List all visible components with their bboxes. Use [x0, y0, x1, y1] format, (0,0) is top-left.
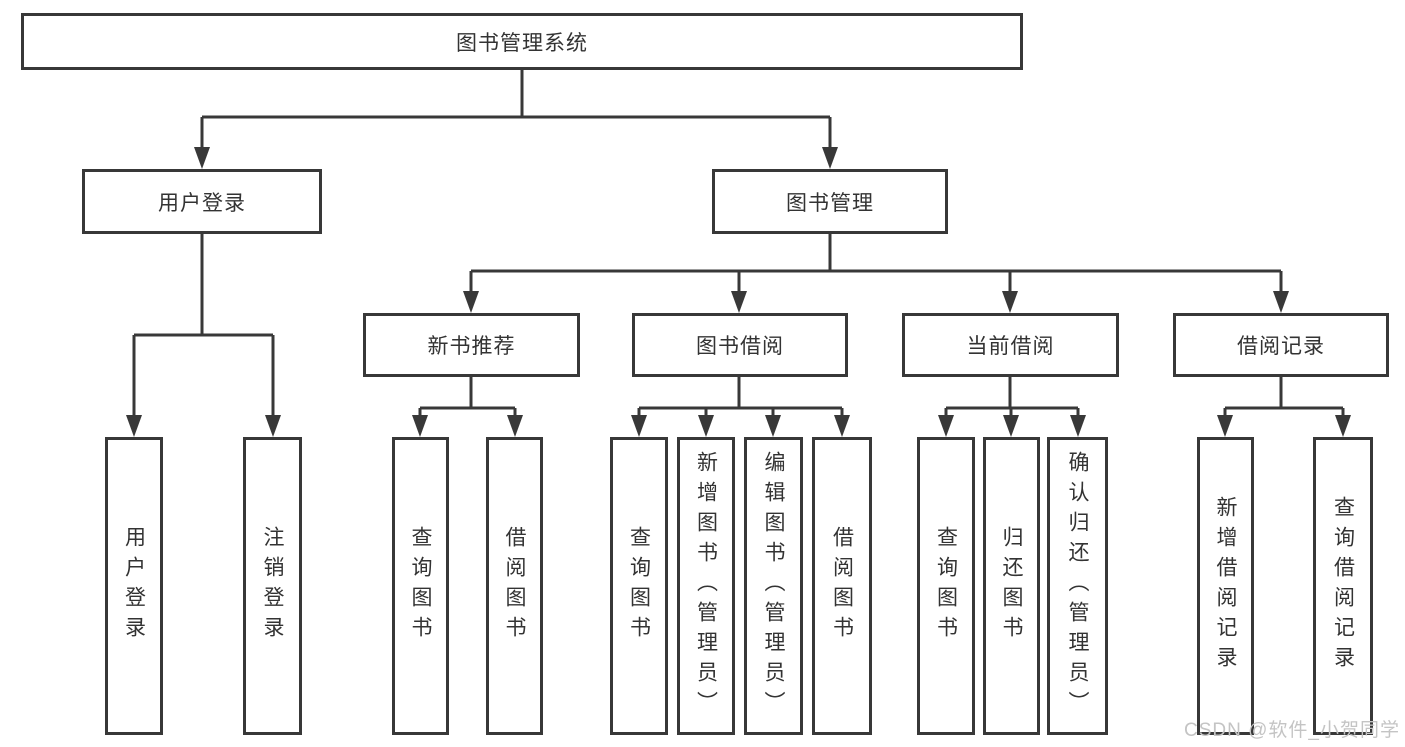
leaf-logout: 注销登录	[243, 437, 302, 735]
node-borrowing-records: 借阅记录	[1173, 313, 1389, 377]
leaf-edit-book-admin: 编辑图书（管理员）	[744, 437, 803, 735]
leaf-query-books-borrow: 查询图书	[610, 437, 668, 735]
node-new-book-recommend: 新书推荐	[363, 313, 580, 377]
leaf-add-borrow-record: 新增借阅记录	[1197, 437, 1254, 735]
node-user-login: 用户登录	[82, 169, 322, 234]
leaf-query-books-recommend: 查询图书	[392, 437, 449, 735]
arrowheads	[126, 147, 1351, 437]
node-current-borrowing: 当前借阅	[902, 313, 1119, 377]
node-book-borrowing: 图书借阅	[632, 313, 848, 377]
leaf-query-borrow-record: 查询借阅记录	[1313, 437, 1373, 735]
leaf-add-book-admin: 新增图书（管理员）	[677, 437, 735, 735]
watermark: CSDN @软件_小贺同学	[1184, 720, 1400, 741]
leaf-confirm-return-admin: 确认归还（管理员）	[1047, 437, 1108, 735]
node-library-system: 图书管理系统	[21, 13, 1023, 70]
node-book-management: 图书管理	[712, 169, 948, 234]
leaf-borrow-books-recommend: 借阅图书	[486, 437, 543, 735]
leaf-query-books-current: 查询图书	[917, 437, 975, 735]
leaf-return-book: 归还图书	[983, 437, 1040, 735]
leaf-user-login: 用户登录	[105, 437, 163, 735]
leaf-borrow-books: 借阅图书	[812, 437, 872, 735]
